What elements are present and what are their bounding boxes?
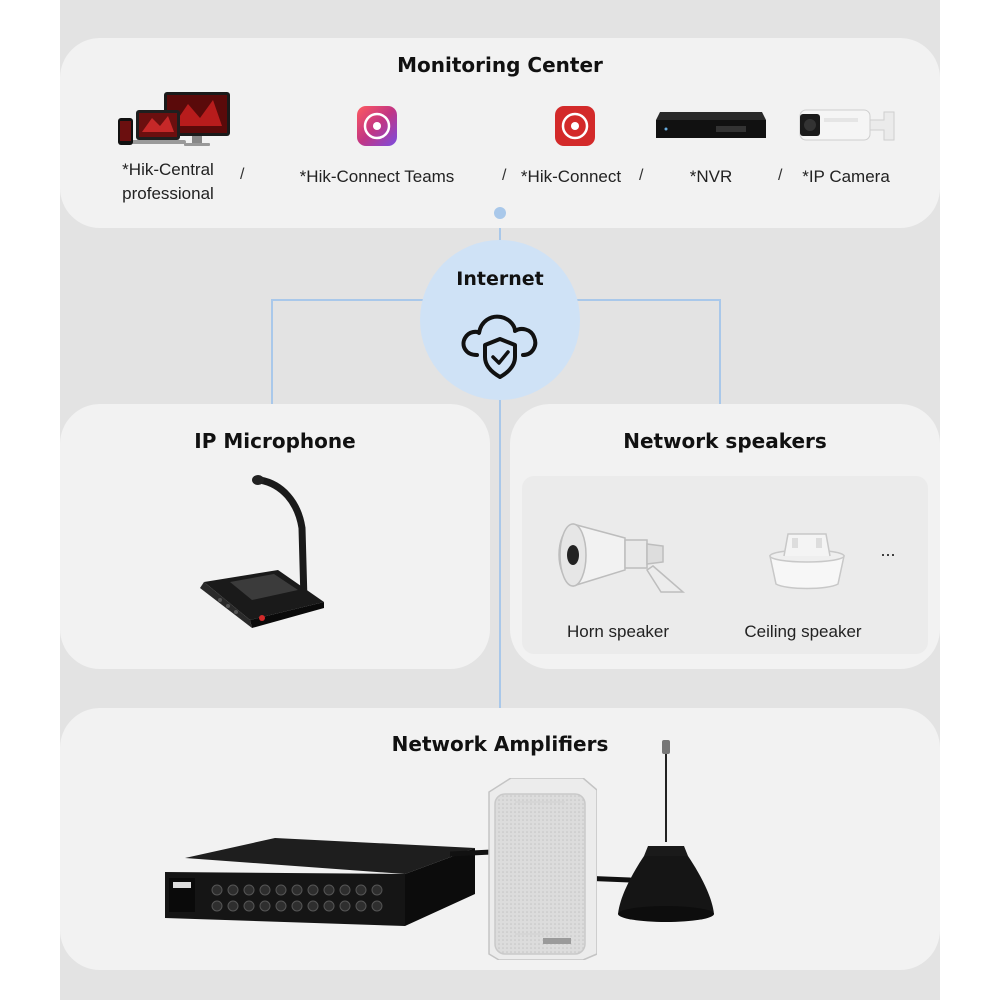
ip-camera-label: *IP Camera	[802, 167, 890, 186]
line-to-microphone	[271, 299, 430, 418]
horn-speaker-icon	[558, 523, 686, 593]
hik-connect-teams-app-icon	[357, 106, 397, 146]
internet-title: Internet	[456, 268, 544, 290]
network-speakers-title: Network speakers	[623, 429, 827, 453]
hik-connect-app-icon	[555, 106, 595, 146]
separator-4: /	[778, 167, 783, 184]
nvr-device-icon	[656, 112, 766, 138]
hik-connect-label: *Hik-Connect	[520, 167, 622, 186]
separator-2: /	[502, 167, 507, 184]
pendant-speaker-icon	[618, 740, 714, 922]
ip-microphone-device-icon	[200, 475, 324, 628]
hik-central-label-line2: professional	[122, 184, 214, 203]
separator-1: /	[240, 166, 245, 183]
hik-central-devices-icon	[118, 92, 230, 146]
network-speakers-panel: Network speakers Horn speaker Ceiling sp…	[510, 404, 940, 669]
nvr-label: *NVR	[689, 167, 733, 186]
wall-speaker-icon	[488, 778, 597, 960]
ip-camera-icon	[799, 109, 895, 141]
line-to-speakers	[570, 299, 721, 418]
hik-central-label-line1: *Hik-Central	[122, 160, 214, 179]
connector-dot-monitoring	[494, 207, 506, 219]
network-amplifiers-panel: Network Amplifiers	[60, 708, 940, 970]
cloud-shield-icon	[461, 314, 538, 379]
amplifier-rack-unit-icon	[165, 838, 475, 926]
ceiling-speaker-icon	[769, 533, 845, 590]
more-speakers-ellipsis: ...	[880, 540, 896, 560]
network-amplifiers-title: Network Amplifiers	[391, 732, 609, 756]
ip-microphone-title: IP Microphone	[194, 429, 356, 453]
ip-microphone-panel: IP Microphone	[60, 404, 490, 669]
hik-connect-teams-label: *Hik-Connect Teams	[299, 167, 455, 186]
ceiling-speaker-label: Ceiling speaker	[744, 622, 862, 641]
diagram-canvas: Monitoring Center *Hik-Central professio…	[60, 0, 940, 1000]
monitoring-center-panel: Monitoring Center *Hik-Central professio…	[60, 38, 940, 228]
separator-3: /	[639, 167, 644, 184]
horn-speaker-label: Horn speaker	[566, 622, 670, 641]
monitoring-center-title: Monitoring Center	[397, 53, 603, 77]
